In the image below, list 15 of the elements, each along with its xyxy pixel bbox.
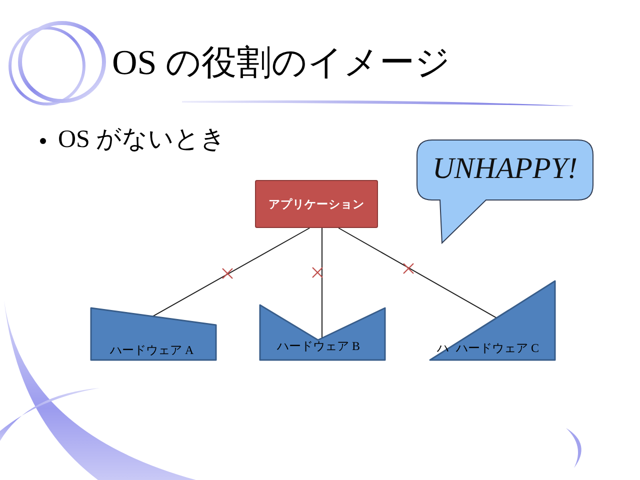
connector-line (338, 228, 498, 318)
connector-line (152, 228, 310, 317)
bullet-text: OS がないとき (58, 125, 226, 155)
slide-title: OS の役割のイメージ (112, 42, 450, 84)
process-box (255, 180, 378, 228)
speech-bubble (416, 139, 594, 244)
side-text: ハ (437, 341, 449, 355)
bubble-text: UNHAPPY! (432, 152, 578, 186)
shape-label: ハードウェア A (110, 343, 194, 357)
shape-label: ハードウェア C (456, 341, 540, 355)
trapezoid-shape (90, 307, 217, 361)
notched-shape (259, 304, 386, 361)
triangle-shape (429, 280, 556, 361)
shape-label: ハードウェア B (277, 339, 360, 353)
box-label: アプリケーション (268, 197, 364, 211)
